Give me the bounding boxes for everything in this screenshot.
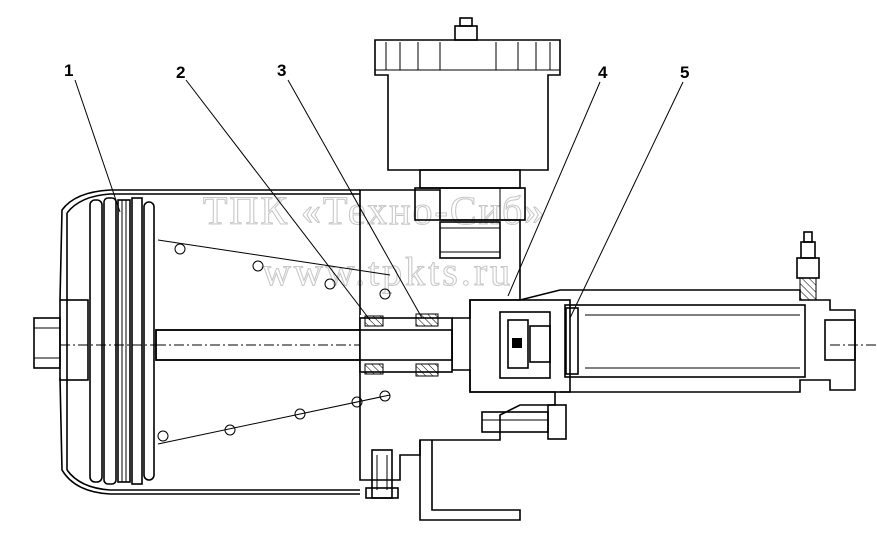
callout-number-4: 4 — [598, 63, 608, 82]
callout-number-1: 1 — [64, 61, 73, 80]
mounting-hardware — [365, 404, 567, 521]
callout-5: 5 — [569, 63, 689, 319]
diaphragm-piston-assembly — [89, 197, 155, 485]
master-cylinder-body — [155, 189, 556, 481]
callout-number-2: 2 — [176, 63, 185, 82]
spring-chamber-housing — [33, 189, 360, 495]
watermark-line2: www.tpkts.ru — [262, 249, 513, 294]
return-spring — [157, 239, 391, 445]
callout-4: 4 — [507, 63, 608, 297]
callout-3: 3 — [277, 61, 423, 319]
fluid-reservoir — [374, 17, 561, 221]
master-piston — [469, 299, 571, 393]
callout-1: 1 — [64, 61, 121, 213]
callout-2: 2 — [176, 63, 371, 321]
slave-cylinder-tube — [519, 231, 877, 393]
watermark-line1: ТПК «Техно-Сиб» — [203, 188, 546, 233]
callout-number-5: 5 — [680, 63, 689, 82]
callout-number-3: 3 — [277, 61, 286, 80]
